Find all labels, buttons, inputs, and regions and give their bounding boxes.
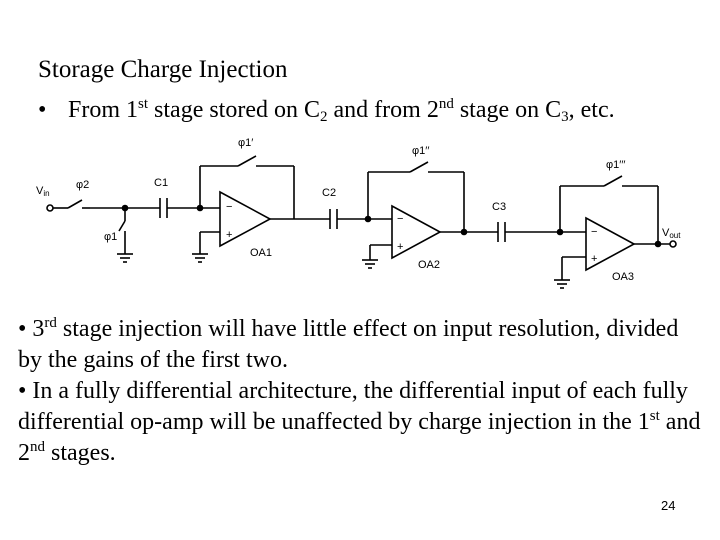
bullet3-text-2: and 2 (18, 409, 701, 466)
bullet2-sup-1: rd (44, 315, 57, 331)
bullet-marker: • (38, 97, 47, 123)
phi1pp-label: φ1′′ (412, 145, 429, 157)
c2-label: C2 (322, 187, 336, 199)
bullet3-text-3: stages. (45, 440, 116, 466)
vout-terminal (669, 240, 677, 248)
bullet1-text-1: From 1 (68, 97, 139, 123)
oa1-label: OA1 (250, 247, 272, 259)
c3-label: C3 (492, 201, 506, 213)
oa2-plus: + (397, 241, 403, 253)
bullet1-sub-1: 2 (320, 109, 328, 125)
bullet1-sup-1: st (138, 96, 149, 112)
bullet3-sup-2: nd (30, 439, 45, 455)
oa3-symbol (585, 216, 636, 272)
oa1-symbol (219, 190, 272, 248)
bullet-third-stage: • 3rd stage injection will have little e… (18, 314, 708, 376)
bullet2-text-1: • 3 (18, 316, 45, 342)
oa3-minus: − (591, 226, 597, 238)
bullet1-text-5: , etc. (568, 97, 615, 123)
slide-body: • 3rd stage injection will have little e… (18, 314, 708, 469)
page-number: 24 (661, 498, 676, 513)
oa2-symbol (391, 204, 442, 260)
vin-label: Vin (36, 185, 50, 198)
oa1-plus: + (226, 229, 232, 241)
phi2-label: φ2 (76, 179, 89, 191)
bullet1-text-3: and from 2 (327, 97, 439, 123)
oa2-minus: − (397, 213, 403, 225)
bullet-fully-differential: • In a fully differential architecture, … (18, 376, 708, 469)
bullet2-text-2: stage injection will have little effect … (18, 316, 679, 373)
oa3-plus: + (591, 253, 597, 265)
bullet3-sup-1: st (649, 408, 660, 424)
slide-title: Storage Charge Injection (38, 56, 288, 83)
phi1-label: φ1 (104, 231, 117, 243)
phi1p-label: φ1′ (238, 137, 253, 149)
oa3-label: OA3 (612, 271, 634, 283)
oa1-minus: − (226, 201, 232, 213)
c1-label: C1 (154, 177, 168, 189)
bullet1-text-2: stage stored on C (148, 97, 321, 123)
circuit-diagram: Vin φ2 φ1 C1 φ1′ − + OA1 C2 φ1′′ − + OA2… (30, 128, 692, 300)
oa2-label: OA2 (418, 259, 440, 271)
bullet3-text-1: • In a fully differential architecture, … (18, 378, 688, 435)
bullet1-text-4: stage on C (453, 97, 562, 123)
bullet-storage: • From 1st stage stored on C2 and from 2n… (38, 96, 615, 125)
phi1ppp-label: φ1′′′ (606, 159, 625, 171)
bullet1-sup-2: nd (438, 96, 454, 112)
vin-terminal (46, 204, 54, 212)
bullet1-sub-2: 3 (561, 109, 569, 125)
vout-label: Vout (662, 227, 681, 240)
